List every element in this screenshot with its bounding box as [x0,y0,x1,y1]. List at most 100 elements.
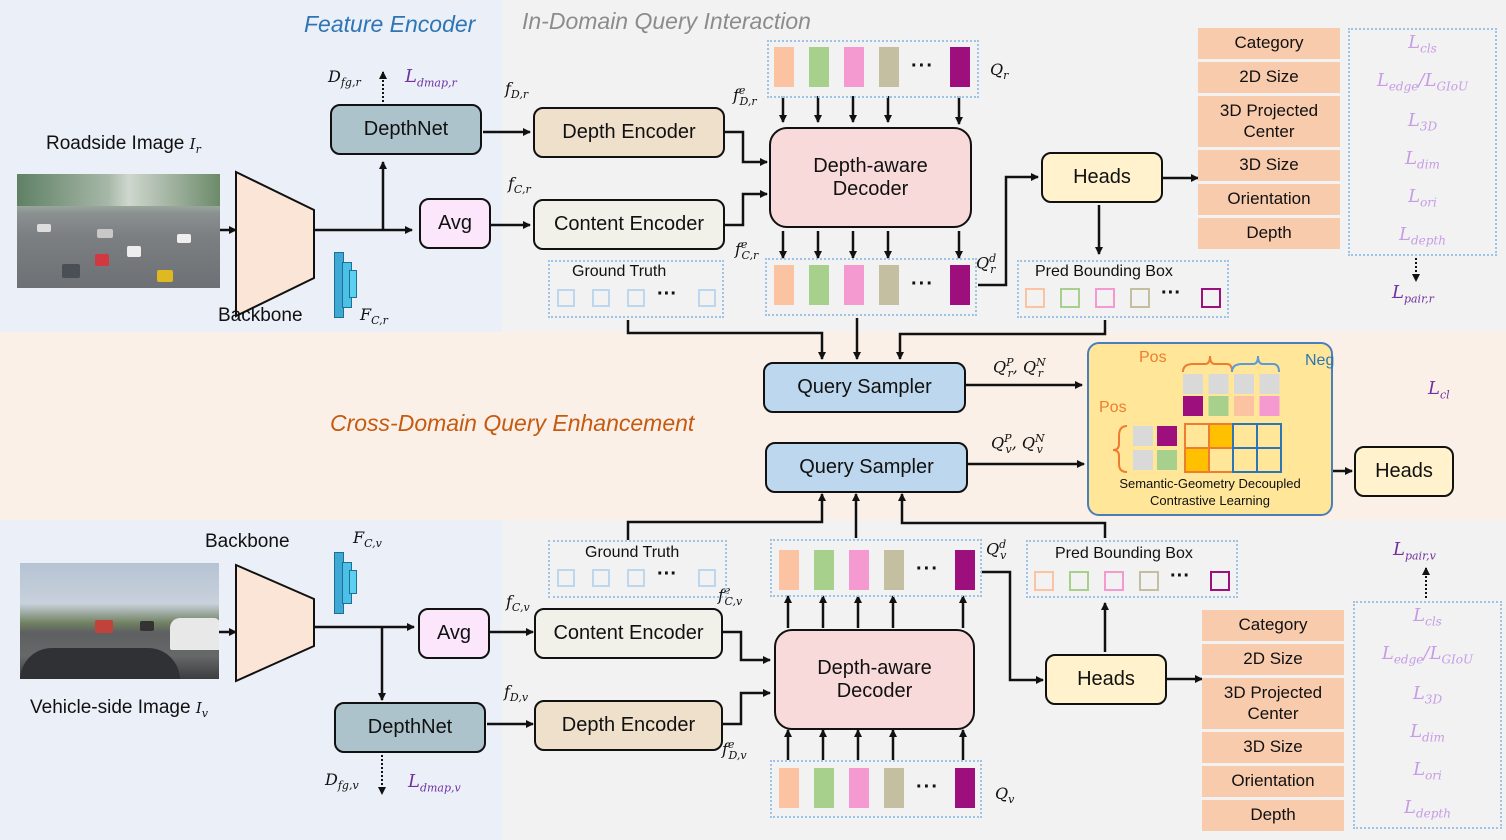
queries-vehicle [770,760,982,818]
fe-content-road: feC,r [735,238,759,262]
ground-truth-vehicle [548,540,727,598]
depth-aware-decoder-road: Depth-aware Decoder [769,127,972,228]
depthnet-road: DepthNet [330,104,482,155]
pred-bbox-square [1034,571,1054,591]
f-content-vehicle: fC,v [506,592,530,615]
matrix-header-gray [1208,374,1229,394]
depthnet-vehicle: DepthNet [334,702,486,753]
head-item: Category [1202,610,1344,641]
pred-bbox-square [1139,571,1159,591]
backbone-label-vehicle: Backbone [205,531,290,552]
pred-bbox-square [1104,571,1124,591]
head-item: 3D Size [1202,732,1344,763]
vehicle-image-label: Vehicle-side Image Iv [30,697,208,720]
query-token [779,550,799,590]
similarity-cell [1232,423,1258,449]
loss-term: Ledge/LGIoU [1381,643,1474,667]
similarity-cell [1232,447,1258,473]
decoded-queries-label-road: Qdr [976,252,997,276]
decoded-queries-label-vehicle: Qdv [986,538,1007,562]
similarity-cell [1208,447,1234,473]
content-encoder-vehicle: Content Encoder [534,608,723,659]
queries-road [767,40,979,98]
head-item: 3D Projected Center [1202,678,1344,729]
matrix-row-query [1157,426,1177,446]
query-token [844,265,864,305]
similarity-cell [1256,447,1282,473]
query-token [849,768,869,808]
pred-bbox-square [1201,288,1221,308]
pred-box-label-road: Pred Bounding Box [1035,263,1173,280]
backbone-label-road: Backbone [218,305,303,326]
similarity-cell [1256,423,1282,449]
query-token [884,768,904,808]
head-item: 2D Size [1198,62,1340,93]
ground-truth-label-road: Ground Truth [572,263,667,280]
backbone-shape-road [235,170,315,318]
matrix-header-query [1259,396,1280,416]
feature-encoder-title: Feature Encoder [304,11,476,37]
heads-vehicle: Heads [1045,654,1167,705]
query-token [814,768,834,808]
road-samples-label: QPr, QNr [993,356,1046,380]
contrastive-matrix [1112,355,1282,473]
ground-truth-road [548,260,724,318]
loss-term: Lori [1413,759,1442,783]
loss-term: Ldepth [1399,224,1446,248]
loss-term: Lcls [1408,32,1437,56]
similarity-cell [1184,447,1210,473]
matrix-header-query [1234,396,1254,416]
matrix-row-query [1157,450,1177,470]
depth-encoder-road: Depth Encoder [533,107,725,158]
similarity-cell [1184,423,1210,449]
query-token [814,550,834,590]
pred-bbox-square [1069,571,1089,591]
heads-road: Heads [1041,152,1163,203]
bbox-square [698,569,716,587]
query-token [774,47,794,87]
query-sampler-road: Query Sampler [763,362,966,413]
head-item: Orientation [1198,184,1340,215]
head-item: Depth [1198,218,1340,249]
pred-bbox-square [1210,571,1230,591]
loss-term: Ledge/LGIoU [1376,70,1469,94]
loss-term: L3D [1412,683,1443,707]
loss-term: Ldepth [1404,797,1451,821]
losses-vehicle [1353,601,1502,829]
pos-label-top: Pos [1139,349,1167,366]
pred-box-vehicle [1026,540,1238,598]
ellipsis: ··· [657,563,677,585]
pair-loss-vehicle: Lpair,v [1393,539,1436,563]
query-token [955,768,975,808]
matrix-header-query [1183,396,1203,416]
in-domain-title: In-Domain Query Interaction [522,8,811,34]
loss-term: Ldim [1410,721,1445,745]
ellipsis: ··· [1170,565,1190,587]
fe-depth-vehicle: feD,v [722,738,747,762]
feature-map-icon-road [334,240,360,320]
heads-cross: Heads [1354,446,1454,497]
query-token [879,265,899,305]
bbox-square [592,289,610,307]
bbox-square [557,289,575,307]
ellipsis: ··· [911,55,934,77]
feature-map-label-vehicle: FC,v [353,528,382,551]
query-sampler-vehicle: Query Sampler [765,442,968,493]
f-depth-vehicle: fD,v [504,682,529,705]
content-encoder-road: Content Encoder [533,199,725,250]
pos-label-left: Pos [1099,399,1127,416]
pred-box-road [1017,260,1229,318]
contrastive-learning-panel: Pos Neg Pos Semantic-Geometry Decoupled … [1087,342,1334,516]
matrix-header-gray [1183,374,1203,394]
pred-bbox-square [1095,288,1115,308]
queries-label-vehicle: Qv [995,784,1015,807]
pred-bbox-square [1060,288,1080,308]
query-token [774,265,794,305]
query-token [879,47,899,87]
query-token [844,47,864,87]
head-item: Depth [1202,800,1344,831]
head-item: 2D Size [1202,644,1344,675]
